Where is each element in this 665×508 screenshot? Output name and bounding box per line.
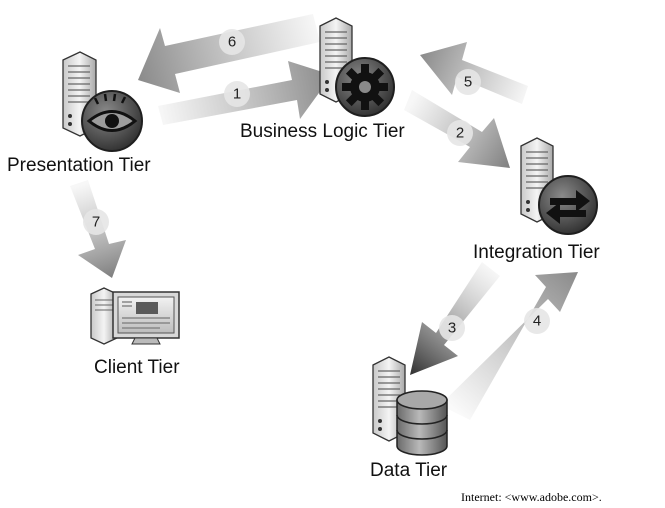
- presentation-tier-node: Presentation Tier: [7, 51, 151, 176]
- client-tier-label: Client Tier: [94, 357, 180, 378]
- gear-icon: [335, 57, 395, 117]
- source-credit: Internet: <www.adobe.com>.: [461, 490, 602, 504]
- eye-icon: [81, 90, 143, 152]
- step-badge-2: 2: [447, 120, 473, 146]
- step-number-6: 6: [228, 34, 236, 51]
- step-badge-7: 7: [83, 209, 109, 235]
- data-tier-label: Data Tier: [370, 460, 448, 481]
- business-logic-tier-label: Business Logic Tier: [240, 121, 405, 142]
- step-number-5: 5: [464, 74, 472, 91]
- step-badges: 6 1 2 5 7 3 4: [83, 29, 550, 341]
- presentation-tier-label: Presentation Tier: [7, 155, 151, 176]
- desktop-computer-icon: [90, 287, 180, 345]
- integration-tier-label: Integration Tier: [473, 242, 600, 263]
- step-badge-5: 5: [455, 69, 481, 95]
- exchange-arrows-icon: [538, 175, 598, 235]
- step-number-4: 4: [533, 313, 541, 330]
- client-tier-node: Client Tier: [90, 287, 180, 378]
- step-number-1: 1: [233, 86, 241, 103]
- step-badge-6: 6: [219, 29, 245, 55]
- database-icon: [396, 390, 448, 456]
- step-number-3: 3: [448, 320, 456, 337]
- step-badge-3: 3: [439, 315, 465, 341]
- step-number-7: 7: [92, 214, 100, 231]
- step-badge-4: 4: [524, 308, 550, 334]
- integration-tier-node: Integration Tier: [473, 137, 600, 263]
- flow-arrow-4: [440, 272, 578, 420]
- step-number-2: 2: [456, 125, 464, 142]
- business-logic-tier-node: Business Logic Tier: [240, 17, 405, 142]
- data-tier-node: Data Tier: [370, 356, 448, 481]
- step-badge-1: 1: [224, 81, 250, 107]
